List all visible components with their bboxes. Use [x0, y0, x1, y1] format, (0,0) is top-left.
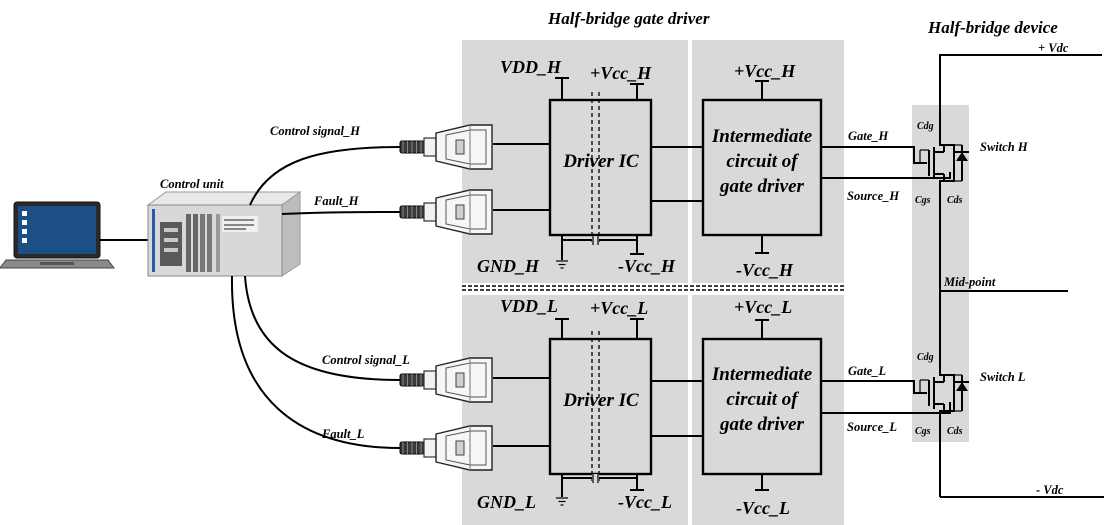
intermediate-h-box	[701, 98, 823, 237]
control-unit-icon	[146, 191, 302, 277]
gate-l-label: Gate_L	[848, 364, 887, 378]
connector-fault-h-icon	[399, 189, 493, 235]
vcc-pos-h-ic-label: +Vcc_H	[590, 63, 652, 83]
ground-l-icon	[556, 497, 568, 506]
vcc-neg-l-ic-label: -Vcc_L	[618, 492, 672, 512]
ground-h-icon	[556, 260, 568, 269]
connector-control-l-icon	[399, 357, 493, 403]
low-side-driver: Driver IC VDD_L +Vcc_L GND_L -Vcc_L Inte…	[477, 296, 951, 518]
control-unit-label: Control unit	[160, 177, 224, 191]
cgs-h-label: Cgs	[915, 195, 931, 206]
driver-ic-l-label: Driver IC	[562, 390, 639, 411]
driver-ic-h-box	[548, 98, 653, 237]
intermediate-h-line3: gate driver	[719, 176, 805, 197]
cds-l-label: Cds	[947, 426, 963, 437]
vdd-l-label: VDD_L	[500, 296, 558, 316]
source-l-wire	[821, 402, 951, 414]
decoupling-cap-h-icon	[592, 235, 599, 245]
vdc-neg-label: - Vdc	[1036, 483, 1064, 497]
signal-control-l-label: Control signal_L	[322, 353, 410, 367]
switch-h-mosfet-icon	[919, 138, 969, 188]
gate-driver-title: Half-bridge gate driver	[547, 9, 710, 28]
cable-control-h	[249, 146, 401, 206]
vdc-pos-label: + Vdc	[1038, 41, 1069, 55]
cds-h-label: Cds	[947, 195, 963, 206]
switch-h-label: Switch H	[980, 140, 1029, 154]
intermediate-l-line3: gate driver	[719, 414, 805, 435]
source-h-wire	[821, 172, 951, 179]
high-side-driver: Driver IC VDD_H +Vcc_H GND_H -Vcc_H	[477, 57, 951, 280]
cdg-h-label: Cdg	[917, 121, 934, 132]
intermediate-h-line2: circuit of	[726, 151, 799, 172]
intermediate-l-line2: circuit of	[726, 389, 799, 410]
vdd-h-label: VDD_H	[500, 57, 562, 77]
vcc-pos-l-int-label: +Vcc_L	[734, 297, 792, 317]
signal-fault-l-label: Fault_L	[321, 427, 365, 441]
connector-fault-l-icon	[399, 425, 493, 471]
cable-control-l	[244, 275, 401, 381]
intermediate-l-line1: Intermediate	[711, 364, 813, 385]
device-title: Half-bridge device	[927, 18, 1058, 37]
decoupling-cap-l-icon	[592, 473, 599, 483]
cgs-l-label: Cgs	[915, 426, 931, 437]
connector-control-h-icon	[399, 124, 493, 170]
vcc-neg-h-ic-label: -Vcc_H	[618, 256, 676, 276]
vcc-neg-h-int-label: -Vcc_H	[736, 260, 794, 280]
dc-rail-positive	[939, 54, 1102, 66]
cdg-l-label: Cdg	[917, 352, 934, 363]
vcc-pos-h-int-label: +Vcc_H	[734, 61, 796, 81]
driver-ic-l-box	[548, 337, 653, 476]
gnd-h-label: GND_H	[477, 256, 540, 276]
source-l-label: Source_L	[847, 420, 897, 434]
switch-l-mosfet-icon	[919, 368, 969, 418]
gnd-l-label: GND_L	[477, 492, 536, 512]
laptop-icon	[0, 201, 115, 269]
signal-fault-h-label: Fault_H	[313, 194, 360, 208]
signal-control-h-label: Control signal_H	[270, 124, 361, 138]
driver-ic-h-label: Driver IC	[562, 151, 639, 172]
vcc-pos-l-ic-label: +Vcc_L	[590, 298, 648, 318]
cable-fault-h	[281, 211, 401, 215]
intermediate-h-line1: Intermediate	[711, 126, 813, 147]
cable-fault-l	[230, 275, 401, 449]
switch-l-label: Switch L	[980, 370, 1026, 384]
midpoint-label: Mid-point	[943, 275, 996, 289]
vcc-neg-l-int-label: -Vcc_L	[736, 498, 790, 518]
source-h-label: Source_H	[847, 189, 900, 203]
gate-h-label: Gate_H	[848, 129, 890, 143]
